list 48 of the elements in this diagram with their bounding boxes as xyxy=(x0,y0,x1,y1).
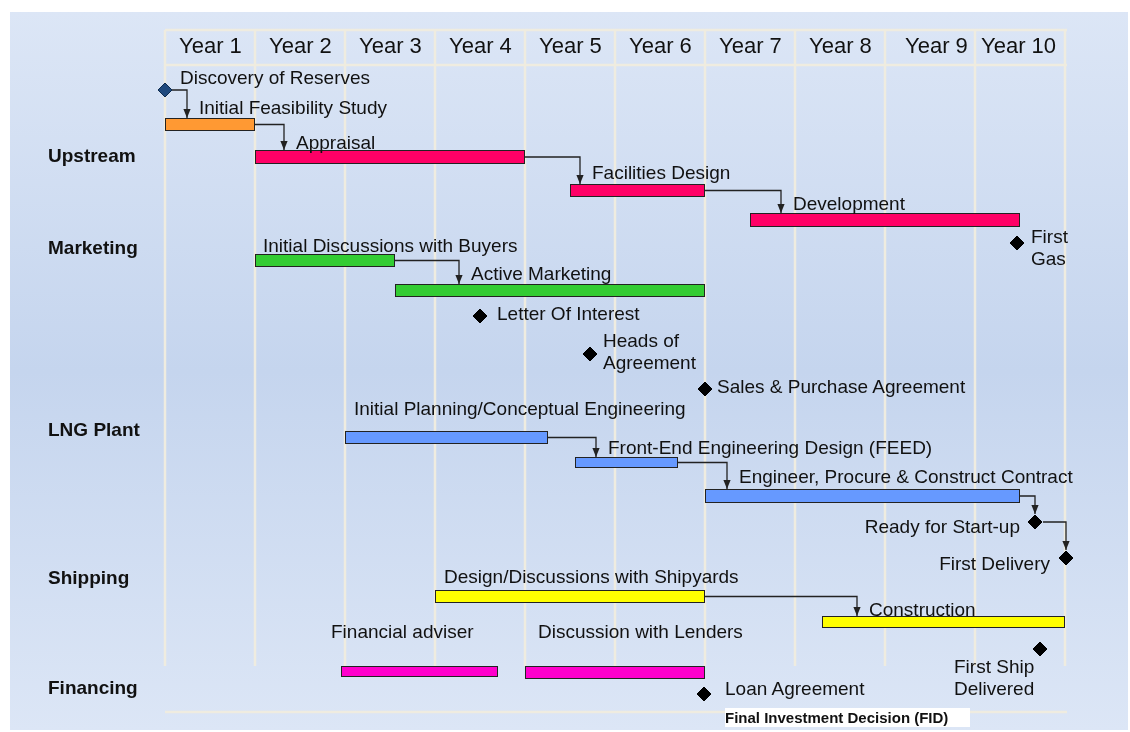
row-label: Financing xyxy=(48,676,138,699)
arrow xyxy=(546,436,600,458)
task-label: Initial Planning/Conceptual Engineering xyxy=(354,398,686,420)
task-label: Appraisal xyxy=(296,132,376,154)
milestone-label: Sales & Purchase Agreement xyxy=(717,376,966,398)
arrow xyxy=(704,189,785,214)
milestone-label: Heads of Agreement xyxy=(603,330,697,374)
task-label: Facilities Design xyxy=(592,162,731,184)
task-label: Design/Discussions with Shipyards xyxy=(444,566,739,588)
task-label: Discussion with Lenders xyxy=(538,621,743,643)
row-label: Marketing xyxy=(48,236,138,259)
task-label: Financial adviser xyxy=(331,621,474,643)
milestone-label: Letter Of Interest xyxy=(497,303,640,325)
row-label: Shipping xyxy=(48,566,130,589)
milestone-label: Loan Agreement xyxy=(725,678,865,700)
year-label: Year 4 xyxy=(449,33,512,59)
year-label: Year 3 xyxy=(359,33,422,59)
arrow xyxy=(704,595,861,617)
row-label: Upstream xyxy=(48,144,136,167)
arrow xyxy=(1042,521,1070,551)
task-label: Front-End Engineering Design (FEED) xyxy=(608,437,933,459)
arrow xyxy=(254,123,288,151)
year-label: Year 5 xyxy=(539,33,602,59)
year-label: Year 9 xyxy=(905,33,968,59)
year-label: Year 8 xyxy=(809,33,872,59)
year-label: Year 1 xyxy=(179,33,242,59)
task-label: Engineer, Procure & Construct Contract xyxy=(739,466,1073,488)
fid-label: Final Investment Decision (FID) xyxy=(725,708,971,727)
year-label: Year 2 xyxy=(269,33,332,59)
arrow xyxy=(677,461,731,490)
year-label: Year 6 xyxy=(629,33,692,59)
milestone-label: First Ship Delivered xyxy=(954,656,1036,700)
arrow xyxy=(524,156,584,185)
task-label: Construction xyxy=(869,599,976,621)
task-label: Development xyxy=(793,193,905,215)
milestone-label: First Delivery xyxy=(938,553,1050,575)
milestone-label: First Gas xyxy=(1031,226,1069,270)
task-label: Initial Discussions with Buyers xyxy=(263,235,518,257)
milestone-label: Ready for Start-up xyxy=(863,516,1020,538)
task-label: Active Marketing xyxy=(471,263,612,285)
arrow xyxy=(393,259,463,285)
milestone-label: Discovery of Reserves xyxy=(180,67,371,89)
task-label: Initial Feasibility Study xyxy=(199,97,387,119)
row-label: LNG Plant xyxy=(48,418,140,441)
year-label: Year 7 xyxy=(719,33,782,59)
arrow xyxy=(170,89,191,119)
year-label: Year 10 xyxy=(981,33,1057,59)
arrow xyxy=(1019,495,1039,515)
